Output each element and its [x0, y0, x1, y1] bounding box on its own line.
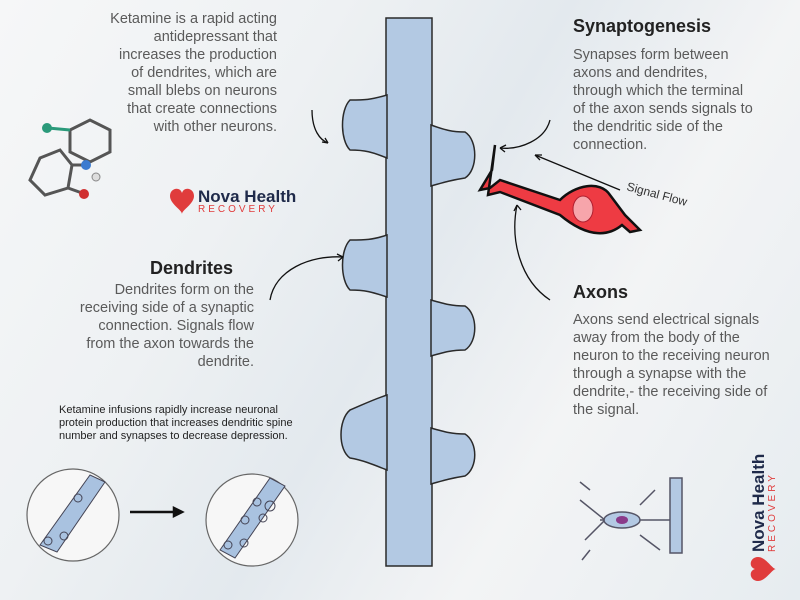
- axon-neuron: [477, 144, 643, 235]
- signal-flow-label: Signal Flow: [625, 179, 689, 209]
- logo-heart-icon: [170, 188, 194, 214]
- intro-text: Ketamine is a rapid acting antidepressan…: [110, 11, 277, 135]
- logo-vertical-sub: RECOVERY: [767, 472, 778, 552]
- axons-text: Axons send electrical signals away from …: [573, 312, 770, 418]
- axons-title: Axons: [573, 282, 629, 302]
- arrows: [269, 109, 621, 301]
- arrow-right-icon: [130, 505, 185, 519]
- dendrite-shaft: [340, 17, 476, 567]
- ketamine-molecule-icon: [28, 118, 112, 199]
- logo-heart-icon-vertical: [750, 557, 776, 581]
- infusion-text: Ketamine infusions rapidly increase neur…: [59, 404, 293, 442]
- synaptogenesis-text: Synapses form between axons and dendrite…: [573, 47, 753, 153]
- dendrites-title: Dendrites: [150, 258, 234, 278]
- synaptogenesis-title: Synaptogenesis: [573, 16, 712, 36]
- logo-name: Nova Health: [198, 187, 297, 206]
- spine-before-icon: [26, 468, 120, 562]
- logo: Nova Health RECOVERY: [198, 187, 297, 216]
- spine-after-icon: [205, 473, 299, 567]
- dendrites-text: Dendrites form on the receiving side of …: [79, 282, 254, 370]
- logo-vertical-name: Nova Health: [749, 453, 768, 552]
- logo-sub: RECOVERY: [198, 204, 278, 215]
- neuron-icon: [579, 477, 683, 561]
- logo-vertical: Nova Health RECOVERY: [749, 453, 780, 552]
